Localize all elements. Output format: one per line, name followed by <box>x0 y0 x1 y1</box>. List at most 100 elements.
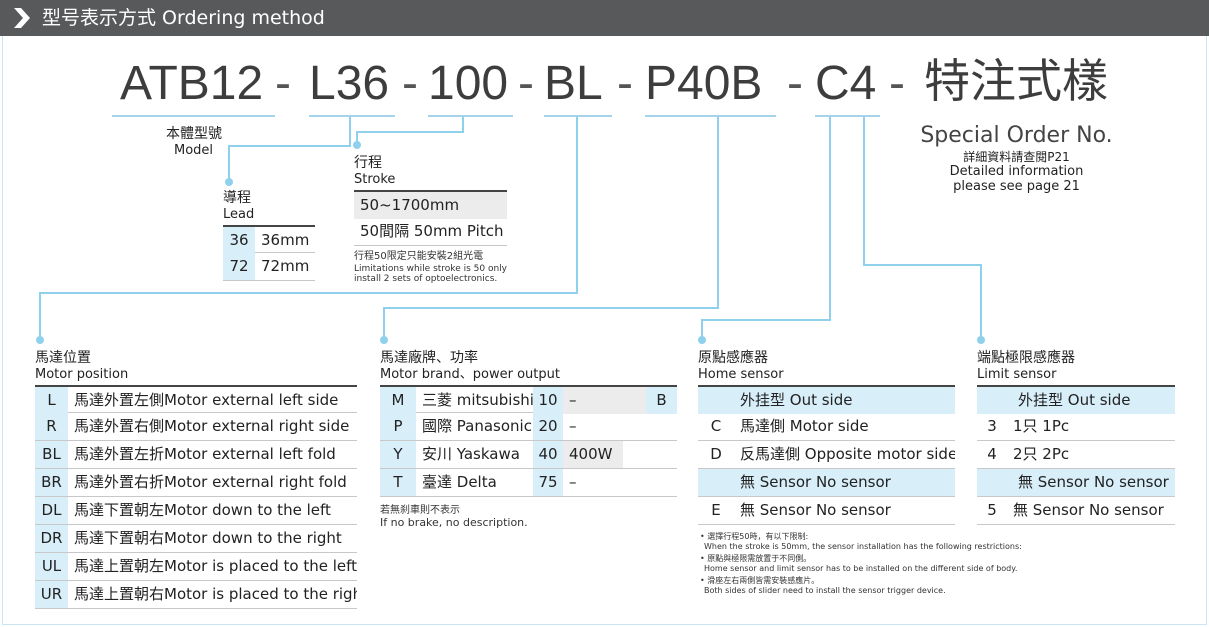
table-row: M 三菱 mitsubishi 10 – B <box>380 385 677 414</box>
brand-name: 臺達 Delta <box>422 473 497 491</box>
special-order-detail: please see page 21 <box>953 179 1080 194</box>
home-sensor-desc: 反馬達側 Opposite motor side <box>740 445 955 463</box>
model-label: 本體型號 Model <box>166 126 222 158</box>
brand-name: 國際 Panasonic <box>422 417 532 435</box>
table-row: E 無 Sensor No sensor <box>698 497 955 525</box>
power-value: 400W <box>563 441 623 468</box>
order-code-lead: L36 <box>309 57 390 110</box>
table-row: 外挂型 Out side <box>977 385 1175 414</box>
order-code-motor-position: BL <box>544 57 603 110</box>
sensor-note: • 選擇行程50時，有以下限制: <box>700 532 809 541</box>
lead-value: 36mm <box>261 231 310 249</box>
limit-sensor-code: 3 <box>987 417 997 435</box>
position-desc: 馬達上置朝左Motor is placed to the left <box>74 557 357 575</box>
stroke-label: 行程 Stroke <box>354 155 396 187</box>
sensor-note: When the stroke is 50mm, the sensor inst… <box>704 542 1022 551</box>
brand-name: 安川 Yaskawa <box>422 445 520 463</box>
power-value: – <box>563 387 623 414</box>
special-order-title: Special Order No. <box>920 123 1113 148</box>
stroke-note-zh: 行程50限定只能安裝2組光電 <box>354 251 484 262</box>
position-desc: 馬達下置朝左Motor down to the left <box>74 501 331 519</box>
stroke-note-en: install 2 sets of optoelectronics. <box>354 274 498 284</box>
sensor-note: • 原點與極限需放置于不同側。 <box>700 554 812 563</box>
home-sensor-code: E <box>711 501 721 519</box>
underline-stroke <box>428 115 513 117</box>
power-code: 20 <box>533 413 563 440</box>
table-row: 50~1700mm <box>354 190 507 219</box>
table-row: 72 72mm <box>223 253 315 281</box>
home-sensor-group: 外挂型 Out side <box>698 387 955 414</box>
special-order-ref: 詳細資料請查閱P21 <box>963 150 1070 164</box>
underline-sensor <box>815 115 880 117</box>
lead-value: 72mm <box>261 257 310 275</box>
code-separator: - <box>617 57 633 110</box>
chevron-right-icon <box>14 8 30 28</box>
limit-sensor-label: 端點極限感應器 Limit sensor <box>977 350 1075 382</box>
brand-code: Y <box>380 441 416 468</box>
home-sensor-label: 原點感應器 Home sensor <box>698 350 784 382</box>
brake-note-zh: 若無刹車則不表示 <box>380 505 460 516</box>
table-row: UR 馬達上置朝右Motor is placed to the right <box>35 581 357 609</box>
limit-sensor-code: 5 <box>987 501 997 519</box>
code-separator: - <box>402 57 418 110</box>
position-desc: 馬達下置朝右Motor down to the right <box>74 529 342 547</box>
stroke-note-en: Limitations while stroke is 50 only <box>354 264 507 274</box>
limit-sensor-code: 4 <box>987 445 997 463</box>
position-desc: 馬達上置朝右Motor is placed to the right <box>74 585 357 603</box>
underline-motor-position <box>544 115 612 117</box>
table-row: 50間隔 50mm Pitch <box>354 218 507 246</box>
position-code: DR <box>35 525 68 552</box>
table-row: T 臺達 Delta 75 – <box>380 469 677 497</box>
brake-code: B <box>646 387 677 414</box>
order-code-atb12: ATB12 <box>120 57 264 110</box>
brand-spacer <box>623 387 646 414</box>
order-code-stroke: 100 <box>428 57 509 110</box>
stroke-range: 50~1700mm <box>354 192 507 219</box>
section-header: 型号表示方式 Ordering method <box>0 0 1209 36</box>
power-code: 40 <box>533 441 563 468</box>
position-code: BL <box>35 441 68 468</box>
sensor-note: • 滑座左右兩側皆需安裝感應片。 <box>700 576 820 585</box>
home-sensor-desc: 無 Sensor No sensor <box>740 501 891 519</box>
motor-brand-table: M 三菱 mitsubishi 10 – B P 國際 Panasonic 20… <box>380 385 677 497</box>
limit-sensor-group: 無 Sensor No sensor <box>977 469 1175 496</box>
home-sensor-code: C <box>710 417 722 435</box>
stroke-pitch: 50間隔 50mm Pitch <box>360 222 504 240</box>
table-row: R 馬達外置右側Motor external right side <box>35 413 357 441</box>
position-code: R <box>35 413 68 440</box>
brake-note-en: If no brake, no description. <box>380 516 528 529</box>
special-order-detail: Detailed information <box>949 164 1084 179</box>
power-code: 10 <box>533 387 563 414</box>
code-separator: - <box>518 57 534 110</box>
table-row: P 國際 Panasonic 20 – <box>380 413 677 441</box>
underline-motor-brand <box>645 115 776 117</box>
motor-brand-label: 馬達廠牌、功率 Motor brand、power output <box>380 350 560 382</box>
stroke-table: 50~1700mm 50間隔 50mm Pitch <box>354 190 507 246</box>
sensor-note: Both sides of slider need to install the… <box>704 586 946 595</box>
motor-position-label: 馬達位置 Motor position <box>35 350 129 382</box>
position-desc: 馬達外置左折Motor external left fold <box>74 445 336 463</box>
power-value: – <box>569 473 577 491</box>
home-sensor-code: D <box>710 445 722 463</box>
brand-name: 三菱 mitsubishi <box>422 391 533 409</box>
underline-lead <box>309 115 395 117</box>
table-row: BL 馬達外置左折Motor external left fold <box>35 441 357 469</box>
order-code-special: 特注式樣 <box>924 55 1108 107</box>
position-code: BR <box>35 469 68 496</box>
home-sensor-group: 無 Sensor No sensor <box>698 469 955 496</box>
position-desc: 馬達外置右折Motor external right fold <box>74 473 347 491</box>
content-frame <box>2 36 1207 625</box>
position-code: L <box>35 387 68 414</box>
table-row: 無 Sensor No sensor <box>698 469 955 497</box>
position-code: UR <box>35 581 68 608</box>
limit-sensor-desc: 無 Sensor No sensor <box>1013 501 1164 519</box>
table-row: BR 馬達外置右折Motor external right fold <box>35 469 357 497</box>
table-row: 5 無 Sensor No sensor <box>977 497 1175 525</box>
position-desc: 馬達外置右側Motor external right side <box>74 417 350 435</box>
